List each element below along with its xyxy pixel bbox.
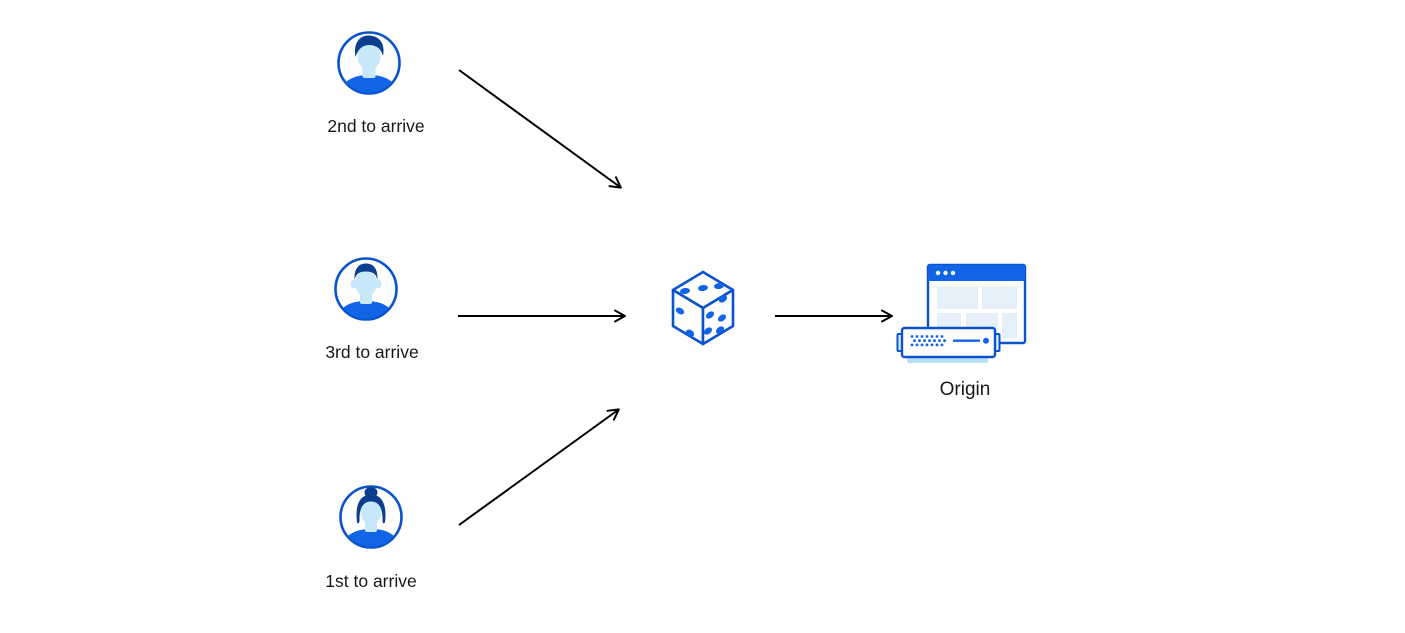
client-top-node bbox=[336, 30, 402, 96]
hair bbox=[356, 494, 386, 524]
user-male-swept-hair-avatar-icon bbox=[337, 31, 401, 95]
client-bottom-node bbox=[338, 484, 404, 550]
origin-node bbox=[896, 262, 1028, 365]
arrow-client-top-to-dice bbox=[458, 69, 622, 189]
server-body bbox=[900, 326, 997, 359]
hair bbox=[354, 35, 384, 57]
user-female-bun-avatar-icon bbox=[339, 485, 403, 549]
browser-window-dots bbox=[935, 270, 956, 276]
dice-icon bbox=[671, 270, 735, 346]
server-indicator-light bbox=[983, 337, 989, 344]
client-top-label: 2nd to arrive bbox=[327, 116, 425, 136]
arrow-client-bottom-to-dice bbox=[458, 408, 620, 526]
random-selector-node bbox=[670, 269, 736, 347]
ear-right bbox=[375, 279, 382, 289]
client-middle-label: 3rd to arrive bbox=[325, 342, 419, 362]
face bbox=[360, 498, 382, 525]
client-middle-node bbox=[333, 256, 399, 322]
client-bottom-label: 1st to arrive bbox=[325, 571, 417, 591]
hair bbox=[354, 263, 378, 280]
ear-left bbox=[350, 279, 357, 289]
server-vent-dots bbox=[910, 335, 946, 347]
browser-title-bar bbox=[928, 265, 1025, 281]
browser-window bbox=[926, 263, 1027, 345]
origin-server-browser-icon bbox=[896, 263, 1027, 363]
origin-label: Origin bbox=[939, 379, 991, 400]
dice-pips bbox=[675, 282, 728, 337]
server-appliance bbox=[896, 326, 1001, 363]
user-male-crew-cut-avatar-icon bbox=[334, 257, 398, 321]
face bbox=[357, 43, 381, 70]
face bbox=[355, 270, 377, 297]
